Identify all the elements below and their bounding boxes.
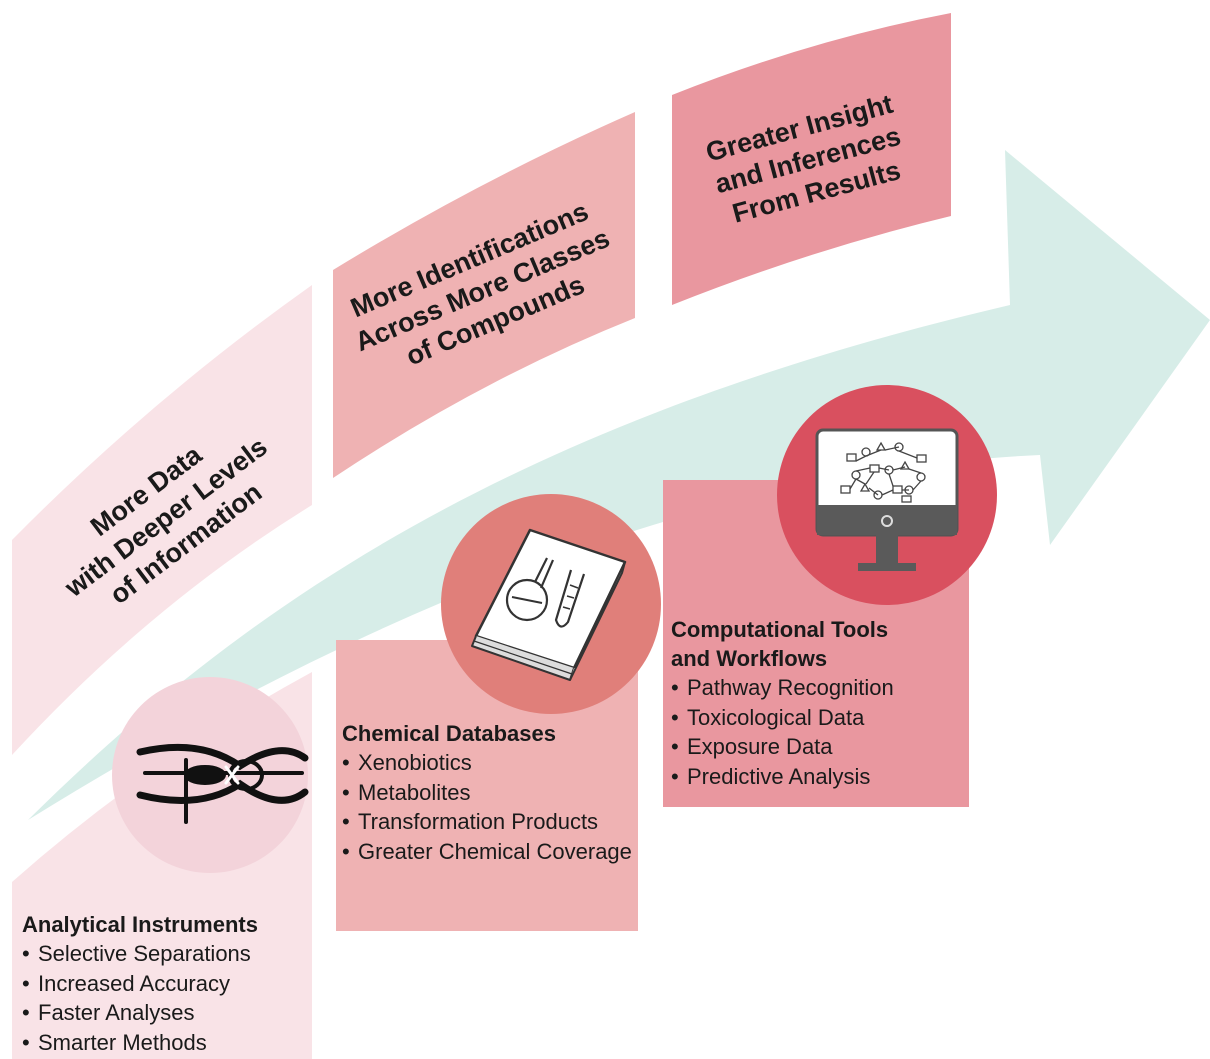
panel-title: Chemical Databases	[342, 721, 556, 746]
list-item: Pathway Recognition	[671, 673, 894, 703]
progress-arrow	[28, 150, 1210, 820]
list-item: Selective Separations	[22, 939, 258, 969]
computer-monitor-icon	[815, 428, 959, 571]
panel-title: Analytical Instruments	[22, 912, 258, 937]
banner-shape-2	[333, 112, 635, 478]
list-item: Smarter Methods	[22, 1028, 258, 1058]
list-item: Metabolites	[342, 778, 634, 808]
list-item: Toxicological Data	[671, 703, 894, 733]
panel-list: Pathway Recognition Toxicological Data E…	[671, 673, 894, 791]
chemical-databases-panel: Chemical Databases Xenobiotics Metabolit…	[342, 719, 634, 866]
panel-list: Xenobiotics Metabolites Transformation P…	[342, 748, 634, 866]
list-item: Exposure Data	[671, 732, 894, 762]
panel-title: Computational Tools and Workflows	[671, 615, 894, 673]
computational-tools-panel: Computational Tools and Workflows Pathwa…	[671, 615, 894, 791]
panel-title-line-2: and Workflows	[671, 646, 828, 671]
banner-shape-3	[672, 13, 951, 305]
list-item: Greater Chemical Coverage	[342, 837, 634, 867]
list-item: Faster Analyses	[22, 998, 258, 1028]
list-item: Transformation Products	[342, 807, 634, 837]
banner-shape-1	[12, 285, 312, 755]
list-item: Predictive Analysis	[671, 762, 894, 792]
panel-list: Selective Separations Increased Accuracy…	[22, 939, 258, 1057]
database-book-icon	[471, 528, 627, 681]
list-item: Increased Accuracy	[22, 969, 258, 999]
panel-title-line-1: Computational Tools	[671, 617, 889, 642]
analytical-instruments-panel: Analytical Instruments Selective Separat…	[22, 910, 258, 1057]
list-item: Xenobiotics	[342, 748, 634, 778]
instrument-icon	[136, 743, 309, 824]
